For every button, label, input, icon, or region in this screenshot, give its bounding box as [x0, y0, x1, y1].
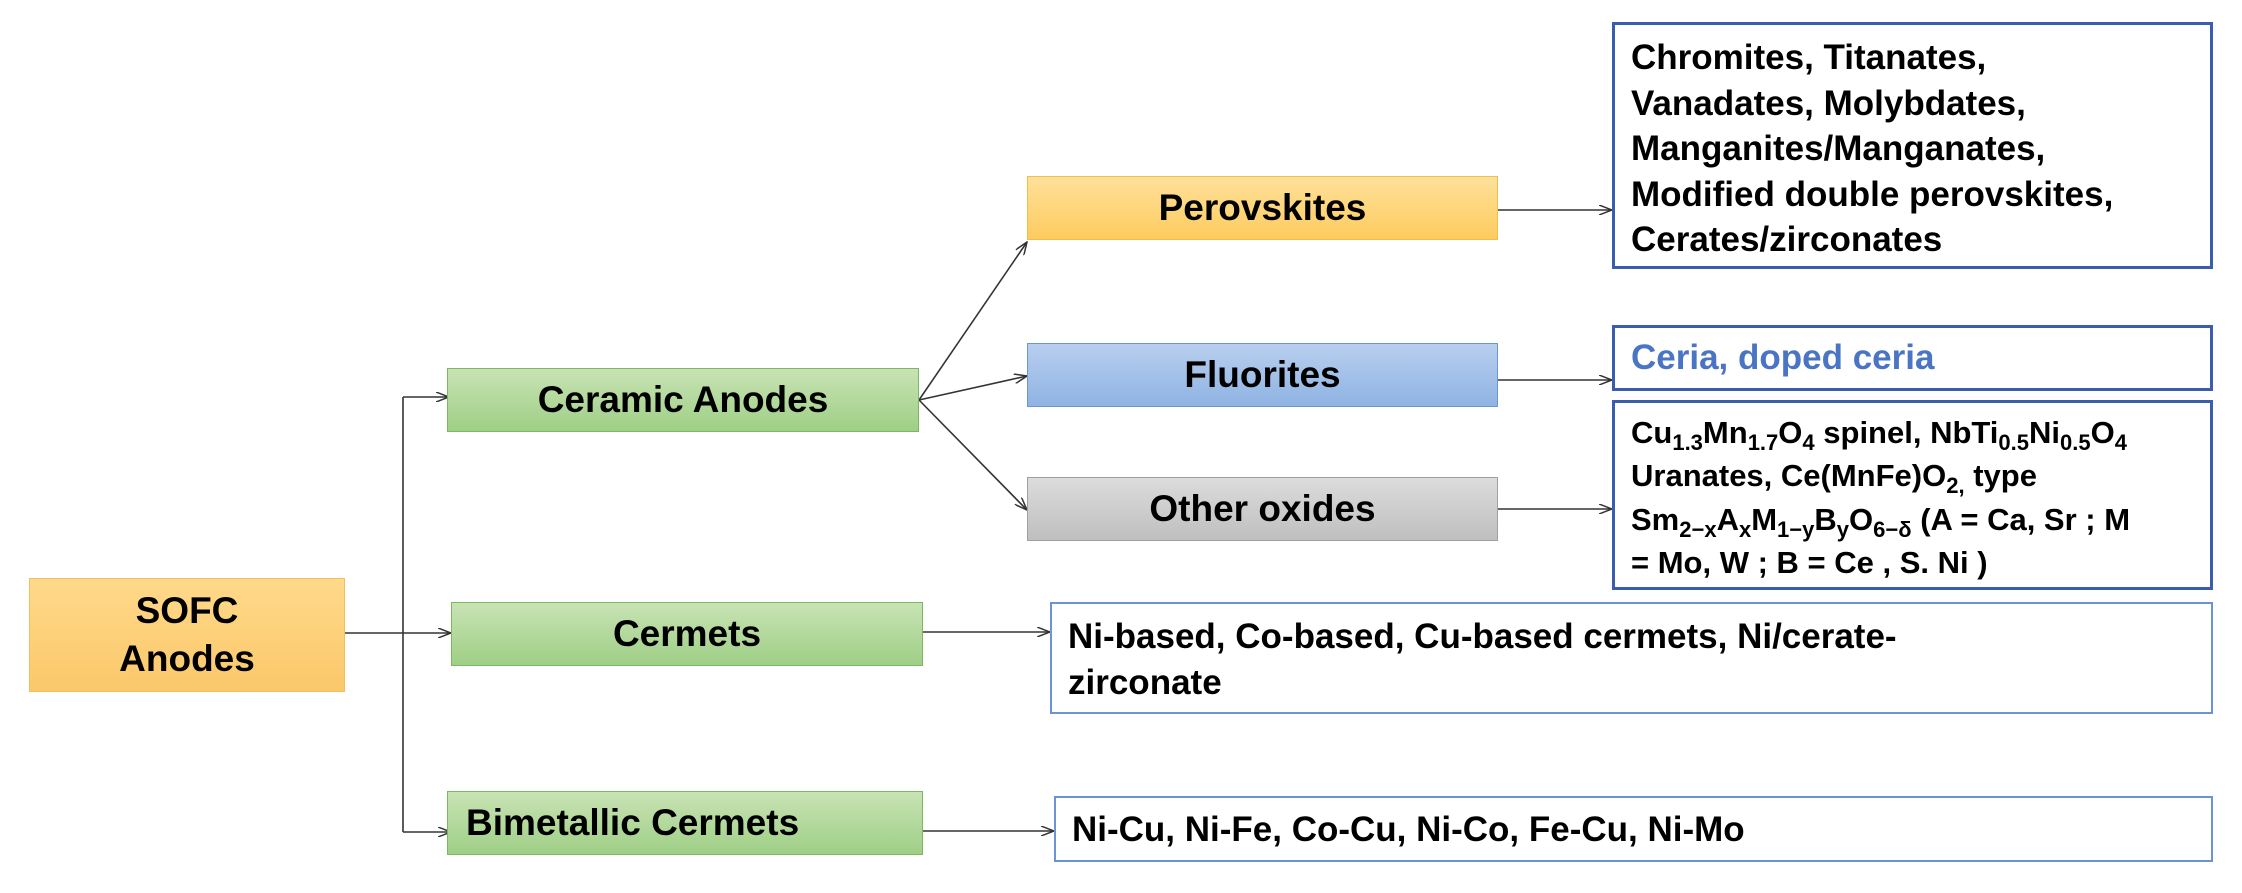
desc-other-line-4: = Mo, W ; B = Ce , S. Ni ) — [1631, 545, 1988, 581]
desc-perovskites-line: Vanadates, Molybdates, — [1631, 83, 2026, 123]
desc-perovskites-line: Chromites, Titanates, — [1631, 38, 1987, 77]
desc-other-oxides: Cu1.3Mn1.7O4 spinel, NbTi0.5Ni0.5O4 Uran… — [1612, 400, 2213, 590]
desc-bimetallic-text: Ni-Cu, Ni-Fe, Co-Cu, Ni-Co, Fe-Cu, Ni-Mo — [1072, 810, 1745, 849]
desc-bimetallic: Ni-Cu, Ni-Fe, Co-Cu, Ni-Co, Fe-Cu, Ni-Mo — [1054, 796, 2213, 862]
desc-perovskites-line: Manganites/Manganates, — [1631, 129, 2046, 168]
fluorites-label: Fluorites — [1184, 353, 1341, 395]
node-other-oxides: Other oxides — [1027, 477, 1498, 541]
desc-other-line-3: Sm2−xAxM1−yByO6−δ (A = Ca, Sr ; M — [1631, 501, 2131, 542]
desc-cermets: Ni-based, Co-based, Cu-based cermets, Ni… — [1050, 602, 2213, 714]
root-label-line2: Anodes — [119, 638, 255, 679]
other-oxides-label: Other oxides — [1149, 487, 1376, 529]
desc-perovskites: Chromites, Titanates, Vanadates, Molybda… — [1612, 22, 2213, 269]
arrow-to-perovskites — [918, 242, 1027, 401]
perovskites-label: Perovskites — [1158, 186, 1367, 228]
desc-fluorites-text: Ceria, doped ceria — [1631, 338, 1935, 377]
node-bimetallic-cermets: Bimetallic Cermets — [447, 791, 923, 855]
node-ceramic-anodes: Ceramic Anodes — [447, 368, 919, 432]
bimetallic-cermets-label: Bimetallic Cermets — [466, 801, 800, 843]
arrow-to-other-oxides — [918, 399, 1027, 510]
node-perovskites: Perovskites — [1027, 176, 1498, 240]
ceramic-anodes-label: Ceramic Anodes — [537, 378, 829, 420]
root-node-sofc-anodes: SOFC Anodes — [29, 578, 345, 692]
desc-other-line-1: Cu1.3Mn1.7O4 spinel, NbTi0.5Ni0.5O4 — [1631, 415, 2127, 455]
desc-perovskites-line: Cerates/zirconates — [1631, 220, 1943, 259]
cermets-label: Cermets — [612, 612, 762, 654]
desc-cermets-line: Ni-based, Co-based, Cu-based cermets, Ni… — [1068, 617, 1897, 656]
root-label-line1: SOFC — [135, 589, 239, 631]
desc-cermets-line: zirconate — [1068, 662, 1222, 702]
desc-other-line-2: Uranates, Ce(MnFe)O2, type — [1631, 458, 2037, 499]
node-cermets: Cermets — [451, 602, 923, 666]
desc-perovskites-line: Modified double perovskites, — [1631, 174, 2114, 214]
node-fluorites: Fluorites — [1027, 343, 1498, 407]
arrow-to-fluorites — [918, 376, 1027, 401]
desc-fluorites: Ceria, doped ceria — [1612, 325, 2213, 391]
